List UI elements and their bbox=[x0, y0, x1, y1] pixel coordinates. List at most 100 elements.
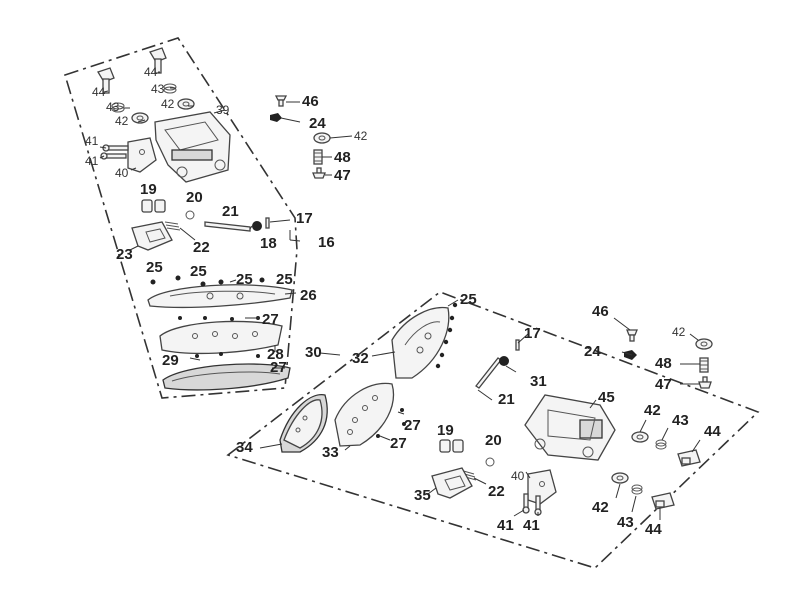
left-clip-19 bbox=[141, 199, 166, 213]
callout-46: 46 bbox=[302, 93, 319, 110]
right-bolt-41a bbox=[522, 493, 530, 514]
right-spring-43b bbox=[631, 484, 643, 495]
callout-21: 21 bbox=[222, 203, 239, 220]
callout-27: 27 bbox=[404, 417, 421, 434]
callout-22: 22 bbox=[193, 239, 210, 256]
left-rod-21 bbox=[204, 221, 251, 232]
callout-42: 42 bbox=[592, 499, 609, 516]
callout-27: 27 bbox=[390, 435, 407, 452]
callout-46: 46 bbox=[592, 303, 609, 320]
callout-40: 40 bbox=[511, 469, 525, 483]
left-gasket-26 bbox=[147, 284, 293, 309]
callout-25: 25 bbox=[146, 259, 163, 276]
callout-43: 43 bbox=[151, 82, 165, 96]
callout-28: 28 bbox=[267, 346, 284, 363]
right-ring-20 bbox=[485, 457, 495, 467]
left-screws-25 bbox=[150, 275, 265, 287]
callout-42: 42 bbox=[644, 402, 661, 419]
left-plate-28 bbox=[159, 320, 283, 355]
right-lever-35 bbox=[431, 467, 473, 499]
right-leader-lines bbox=[259, 299, 701, 520]
callout-25: 25 bbox=[236, 271, 253, 288]
callout-27: 27 bbox=[262, 311, 279, 328]
left-washer-42c bbox=[313, 132, 331, 144]
callout-25: 25 bbox=[190, 263, 207, 280]
callout-42: 42 bbox=[115, 114, 129, 128]
right-screw-47 bbox=[698, 376, 712, 389]
callout-18: 18 bbox=[260, 235, 277, 252]
left-spring-43b bbox=[163, 83, 177, 94]
callout-45: 45 bbox=[598, 389, 615, 406]
callout-48: 48 bbox=[655, 355, 672, 372]
left-leader-lines bbox=[99, 71, 353, 369]
right-spring-48 bbox=[699, 357, 709, 373]
callout-40: 40 bbox=[115, 166, 129, 180]
right-cover-34 bbox=[279, 394, 328, 453]
left-spring-22 bbox=[164, 221, 181, 231]
callout-25: 25 bbox=[276, 271, 293, 288]
left-nut-24 bbox=[270, 113, 282, 122]
right-clip-19 bbox=[439, 439, 464, 453]
callout-34: 34 bbox=[236, 439, 253, 456]
callout-42: 42 bbox=[161, 97, 175, 111]
callout-42: 42 bbox=[672, 325, 686, 339]
right-bolt-44a bbox=[677, 449, 701, 467]
right-bracket-45 bbox=[524, 394, 616, 461]
callout-43: 43 bbox=[672, 412, 689, 429]
callout-27: 27 bbox=[270, 359, 287, 376]
left-assembly-frame bbox=[64, 37, 298, 399]
right-gasket-32 bbox=[391, 306, 450, 379]
right-screws-27 bbox=[376, 408, 406, 438]
right-washer-42a bbox=[695, 338, 713, 350]
left-pin-17 bbox=[265, 217, 270, 229]
left-bracket-39 bbox=[154, 111, 231, 183]
callout-44: 44 bbox=[704, 423, 721, 440]
left-knob-18 bbox=[252, 221, 262, 231]
left-bolt-44a bbox=[97, 67, 115, 94]
right-spring-43a bbox=[655, 439, 667, 450]
callout-24: 24 bbox=[584, 343, 601, 360]
left-screw-46 bbox=[274, 95, 288, 107]
callout-41: 41 bbox=[523, 517, 540, 534]
left-screw-47 bbox=[312, 167, 326, 179]
right-bolt-44b bbox=[651, 492, 675, 510]
callout-47: 47 bbox=[334, 167, 351, 184]
callout-23: 23 bbox=[116, 246, 133, 263]
callout-22: 22 bbox=[488, 483, 505, 500]
callout-43: 43 bbox=[617, 514, 634, 531]
right-assembly-frame bbox=[226, 291, 760, 569]
callout-32: 32 bbox=[352, 350, 369, 367]
left-plate-40 bbox=[127, 137, 157, 173]
right-knob-31 bbox=[499, 356, 509, 366]
callout-44: 44 bbox=[92, 85, 106, 99]
right-screw-46 bbox=[626, 329, 638, 342]
callout-44: 44 bbox=[645, 521, 662, 538]
callout-17: 17 bbox=[296, 210, 313, 227]
callout-19: 19 bbox=[140, 181, 157, 198]
callout-20: 20 bbox=[485, 432, 502, 449]
left-bolt-41a bbox=[102, 144, 129, 152]
right-washer-42c bbox=[611, 472, 629, 484]
callout-41: 41 bbox=[497, 517, 514, 534]
callout-26: 26 bbox=[300, 287, 317, 304]
callout-20: 20 bbox=[186, 189, 203, 206]
right-screws-25 bbox=[435, 302, 458, 369]
callout-30: 30 bbox=[305, 344, 322, 361]
callout-16: 16 bbox=[318, 234, 335, 251]
left-pan-29 bbox=[162, 363, 291, 391]
callout-44: 44 bbox=[144, 65, 158, 79]
callout-41: 41 bbox=[85, 154, 99, 168]
left-washer-42b bbox=[177, 98, 195, 110]
right-plate-40 bbox=[527, 469, 557, 505]
callout-24: 24 bbox=[309, 115, 326, 132]
right-rod-21 bbox=[475, 357, 502, 389]
left-spring-48 bbox=[313, 149, 323, 165]
callout-39: 39 bbox=[216, 103, 230, 117]
right-pin-17 bbox=[515, 339, 520, 351]
left-screws-27 bbox=[178, 316, 260, 358]
callout-47: 47 bbox=[655, 376, 672, 393]
left-bolt-44b bbox=[149, 47, 167, 74]
callout-19: 19 bbox=[437, 422, 454, 439]
right-washer-42b bbox=[631, 431, 649, 443]
